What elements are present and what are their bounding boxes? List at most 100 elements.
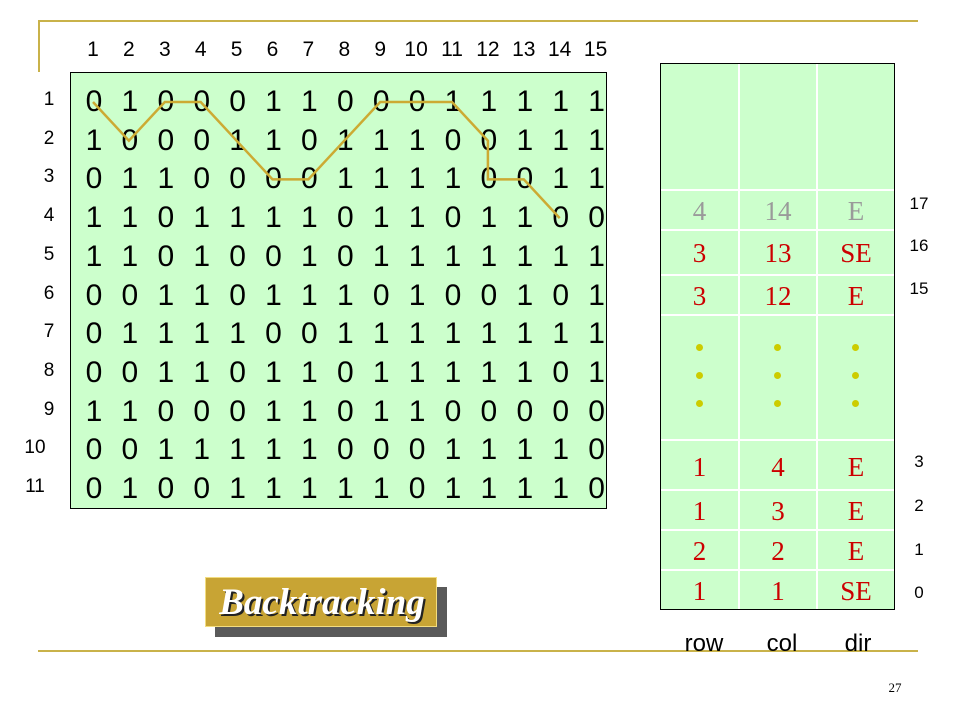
stack-entry-dir: SE bbox=[840, 576, 872, 606]
stack-separator bbox=[661, 274, 894, 276]
stack-entry-col: 13 bbox=[764, 238, 792, 268]
column-number: 10 bbox=[404, 38, 428, 61]
maze-cell: 1 bbox=[588, 355, 605, 389]
stack-index-label: 15 bbox=[909, 279, 929, 298]
stack-entry-col: 1 bbox=[771, 576, 785, 606]
ellipsis-dot bbox=[852, 400, 859, 407]
row-number: 4 bbox=[43, 205, 55, 227]
ellipsis-dot bbox=[696, 400, 703, 407]
maze-cell: 1 bbox=[265, 123, 282, 157]
column-number: 9 bbox=[374, 38, 387, 61]
row-number: 1 bbox=[43, 89, 55, 110]
row-number: 6 bbox=[43, 282, 55, 304]
maze-cell: 0 bbox=[193, 472, 211, 505]
stack-entry-row: 3 bbox=[692, 238, 707, 268]
top-rule bbox=[38, 20, 918, 22]
stack-separator bbox=[661, 314, 894, 316]
maze-cell: 0 bbox=[301, 123, 318, 157]
column-number: 3 bbox=[158, 38, 171, 61]
ellipsis-dot bbox=[774, 344, 781, 351]
maze-cell: 1 bbox=[480, 433, 498, 467]
maze-cell: 0 bbox=[85, 355, 103, 389]
stack-index-label: 3 bbox=[914, 452, 924, 471]
column-number: 6 bbox=[266, 38, 279, 61]
stack-separator bbox=[661, 529, 894, 531]
maze-cell: 1 bbox=[480, 85, 498, 118]
maze-cell: 1 bbox=[372, 123, 390, 157]
maze-cell: 1 bbox=[229, 317, 246, 351]
stack-column-label-row: row bbox=[684, 630, 724, 657]
maze-cell: 0 bbox=[480, 394, 498, 428]
maze-cell: 0 bbox=[157, 201, 175, 235]
column-number: 8 bbox=[338, 38, 351, 61]
maze-cell: 0 bbox=[121, 433, 139, 467]
maze-cell: 1 bbox=[301, 355, 318, 389]
stack-index-label: 0 bbox=[914, 583, 924, 602]
bottom-rule bbox=[38, 650, 918, 652]
maze-cell: 1 bbox=[193, 201, 211, 235]
maze-cell: 1 bbox=[588, 239, 605, 273]
maze-cell: 1 bbox=[480, 239, 498, 273]
maze-cell: 0 bbox=[229, 239, 246, 273]
maze-cell: 1 bbox=[193, 317, 211, 351]
stack-panel: 4 14 E 3 13 SE 3 12 E 1 4 E 1 3 E 2 2 E … bbox=[660, 63, 895, 610]
column-number: 15 bbox=[583, 38, 608, 61]
maze-cell: 1 bbox=[121, 201, 139, 235]
maze-cell: 1 bbox=[408, 394, 426, 428]
stack-index-label: 17 bbox=[909, 194, 929, 213]
maze-cell: 1 bbox=[372, 472, 390, 505]
maze-cell: 0 bbox=[588, 201, 605, 235]
stack-column-label-dir: dir bbox=[844, 630, 872, 657]
maze-cell: 0 bbox=[229, 278, 246, 312]
row-number: 2 bbox=[43, 127, 55, 149]
maze-cell: 1 bbox=[552, 162, 570, 196]
ellipsis-dot bbox=[774, 400, 781, 407]
maze-cell: 0 bbox=[444, 394, 462, 428]
stack-separator bbox=[661, 189, 894, 191]
maze-cell: 1 bbox=[157, 162, 175, 196]
maze-cell: 1 bbox=[480, 355, 498, 389]
maze-cell: 1 bbox=[229, 123, 246, 157]
maze-cell: 1 bbox=[372, 239, 390, 273]
maze-cell: 1 bbox=[265, 278, 282, 312]
maze-cell: 1 bbox=[444, 433, 462, 467]
maze-cell: 1 bbox=[444, 355, 462, 389]
maze-cell: 1 bbox=[516, 433, 534, 467]
stack-separator bbox=[661, 569, 894, 571]
maze-cell: 0 bbox=[408, 85, 426, 118]
column-number: 2 bbox=[123, 38, 135, 61]
maze-cell: 1 bbox=[480, 317, 498, 351]
maze-cell: 0 bbox=[193, 394, 211, 428]
maze-cell: 0 bbox=[552, 201, 570, 235]
maze-cell: 0 bbox=[444, 278, 462, 312]
maze-cell: 1 bbox=[157, 355, 175, 389]
maze-cell: 1 bbox=[444, 472, 462, 505]
maze-cell: 1 bbox=[265, 355, 282, 389]
stack-divider bbox=[816, 64, 818, 609]
maze-cell: 0 bbox=[336, 239, 354, 273]
maze-cell: 1 bbox=[516, 278, 534, 312]
maze-cell: 0 bbox=[301, 162, 318, 196]
maze-cell: 0 bbox=[480, 162, 498, 196]
maze-cell: 1 bbox=[301, 201, 318, 235]
maze-cell: 1 bbox=[229, 472, 246, 505]
row-number: 3 bbox=[43, 166, 55, 188]
maze-cell: 1 bbox=[588, 278, 605, 312]
maze-cell: 0 bbox=[336, 201, 354, 235]
row-number: 10 bbox=[24, 437, 46, 459]
maze-cell: 1 bbox=[265, 472, 282, 505]
maze-cell: 0 bbox=[121, 355, 139, 389]
maze-cell: 1 bbox=[516, 85, 534, 118]
ellipsis-dot bbox=[696, 344, 703, 351]
maze-cell: 0 bbox=[85, 472, 103, 505]
maze-cell: 0 bbox=[85, 433, 103, 467]
maze-cell: 0 bbox=[336, 85, 354, 118]
maze-cell: 1 bbox=[372, 317, 390, 351]
maze-cell: 1 bbox=[121, 317, 139, 351]
maze-cell: 1 bbox=[157, 317, 175, 351]
maze-cell: 1 bbox=[480, 201, 498, 235]
backtracking-button[interactable]: Backtracking bbox=[205, 577, 447, 637]
maze-cell: 0 bbox=[516, 394, 534, 428]
column-number: 4 bbox=[194, 38, 207, 61]
